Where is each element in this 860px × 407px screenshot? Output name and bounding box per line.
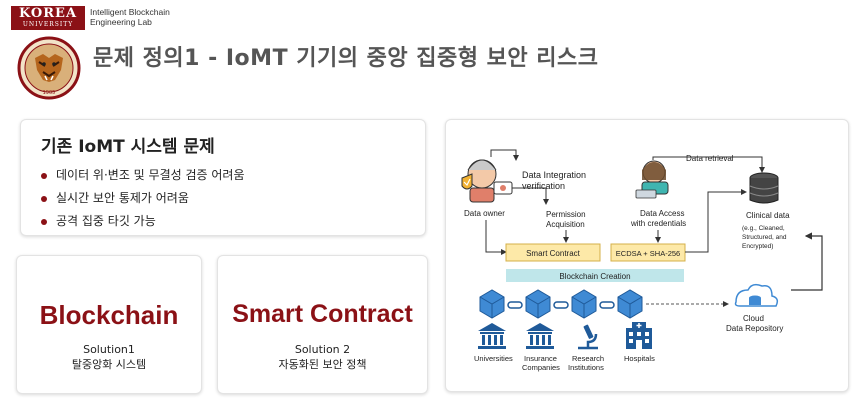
- page-title: 문제 정의1 - IoMT 기기의 중앙 집중형 보안 리스크: [93, 46, 599, 71]
- korea-university-wordmark: KOREA UNIVERSITY: [11, 6, 85, 30]
- korea-wordmark-text: KOREA: [18, 6, 78, 21]
- smart-contract-label: Smart Contract: [526, 249, 581, 258]
- data-retrieval-label: Data retrieval: [686, 154, 734, 163]
- permission-label: Permission: [546, 210, 586, 219]
- solution-card-smart-contract: Smart Contract Solution 2 자동화된 보안 정책: [217, 255, 428, 394]
- data-access-label-2: with credentials: [630, 219, 686, 228]
- solution-label: Solution1: [83, 343, 135, 356]
- solution-desc: 자동화된 보안 정책: [278, 358, 367, 371]
- problem-item: 공격 집중 타깃 가능: [41, 214, 245, 237]
- solution-desc: 탈중앙화 시스템: [71, 358, 147, 371]
- clinical-data-note-3: Encrypted): [742, 243, 773, 250]
- solution-card-blockchain: Blockchain Solution1 탈중앙화 시스템: [16, 255, 202, 394]
- problems-list: 데이터 위·변조 및 무결성 검증 어려움 실시간 보안 통제가 어려움 공격 …: [41, 168, 245, 237]
- cloud-icon: [734, 283, 779, 307]
- clinical-data-note: (e.g., Cleaned,: [742, 225, 785, 232]
- research-label-2: Institutions: [568, 363, 604, 372]
- architecture-diagram: Data owner Data Integration verification…: [461, 149, 823, 372]
- database-icon: [749, 172, 779, 204]
- blockchain-blocks-icon: [479, 289, 643, 319]
- problem-item: 실시간 보안 통제가 어려움: [41, 191, 245, 214]
- universities-label: Universities: [474, 354, 513, 363]
- problems-card: 기존 IoMT 시스템 문제 데이터 위·변조 및 무결성 검증 어려움 실시간…: [20, 119, 426, 236]
- insurance-label: Insurance: [524, 354, 557, 363]
- lab-name-line1: Intelligent Blockchain: [90, 7, 170, 17]
- ecdsa-label: ECDSA + SHA-256: [616, 249, 680, 258]
- microscope-icon: [578, 324, 598, 350]
- data-integration-label-2: verification: [522, 181, 565, 191]
- solution-description: Solution 2 자동화된 보안 정책: [218, 342, 427, 372]
- solution-name: Blockchain: [39, 300, 179, 330]
- permission-label-2: Acquisition: [546, 220, 585, 229]
- clinical-data-label: Clinical data: [746, 211, 790, 220]
- data-access-user-icon: [635, 160, 669, 199]
- solution-name: Smart Contract: [232, 300, 413, 328]
- hospitals-label: Hospitals: [624, 354, 655, 363]
- university-wordmark-text: UNIVERSITY: [22, 21, 74, 28]
- data-owner-icon: [461, 159, 513, 203]
- university-icon: [478, 323, 506, 349]
- lab-name-line2: Engineering Lab: [90, 17, 152, 27]
- data-integration-label: Data Integration: [522, 170, 586, 180]
- insurance-icon: [526, 323, 554, 349]
- blockchain-creation-label: Blockchain Creation: [559, 272, 630, 281]
- tiger-crest-icon: 1905: [17, 36, 81, 100]
- smart-contract-box: [505, 243, 601, 262]
- svg-text:1905: 1905: [43, 90, 56, 96]
- insurance-label-2: Companies: [522, 363, 560, 372]
- lab-name: Intelligent Blockchain Engineering Lab: [90, 7, 170, 27]
- solution-label: Solution 2: [294, 343, 351, 356]
- cloud-label-2: Data Repository: [726, 324, 783, 333]
- problems-title: 기존 IoMT 시스템 문제: [41, 137, 215, 157]
- cloud-label: Cloud: [743, 314, 764, 323]
- data-access-label: Data Access: [640, 209, 684, 218]
- research-label: Research: [572, 354, 604, 363]
- architecture-diagram-card: Data owner Data Integration verification…: [445, 119, 849, 392]
- problem-item: 데이터 위·변조 및 무결성 검증 어려움: [41, 168, 245, 191]
- hospital-icon: [626, 322, 652, 349]
- data-owner-label: Data owner: [464, 209, 505, 218]
- clinical-data-note-2: Structured, and: [742, 234, 787, 241]
- solution-description: Solution1 탈중앙화 시스템: [17, 342, 201, 372]
- blockchain-creation-bar: [506, 269, 684, 282]
